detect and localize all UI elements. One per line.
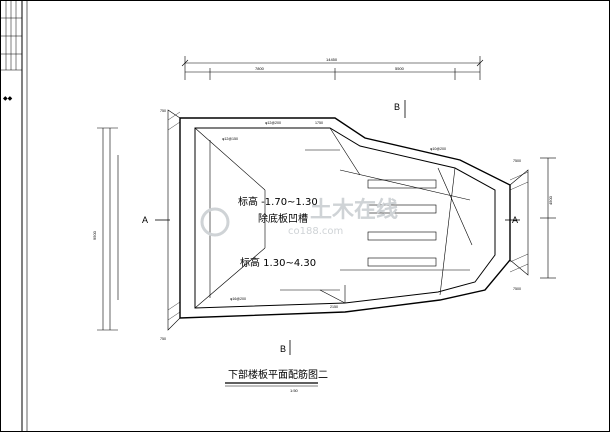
sheet-marker: ◆◆	[3, 96, 13, 102]
corner-dim: 7500	[513, 287, 521, 291]
bar-label: φ16@200	[230, 297, 246, 301]
bar-label: φ12@200	[265, 121, 281, 125]
section-b-bottom: B	[280, 344, 286, 354]
dim-top-left: 7800	[255, 66, 265, 71]
label-elev-bottom: 标高 1.30~4.30	[240, 256, 316, 269]
watermark-sub: co188.com	[288, 226, 343, 237]
right-dimension	[540, 157, 556, 279]
section-b-top: B	[394, 102, 400, 112]
bar-label: 1750	[315, 121, 323, 125]
left-dimension	[97, 127, 119, 331]
dim-left-total: 9500	[92, 230, 97, 240]
bar-label: φ10@200	[430, 147, 446, 151]
drawing-title: 下部楼板平面配筋图二	[228, 368, 328, 381]
corner-dim: 750	[160, 109, 166, 113]
section-a-left: A	[142, 215, 148, 225]
section-a-right: A	[512, 215, 518, 225]
watermark: 土木在线 co188.com	[200, 197, 398, 237]
section-lines	[155, 100, 520, 355]
bar-label: φ12@150	[222, 137, 238, 141]
watermark-main: 土木在线	[310, 197, 398, 223]
dim-overall-top: 14450	[326, 57, 338, 62]
label-pit: 除底板凹槽	[258, 212, 308, 225]
corner-dim: 750	[160, 337, 166, 341]
drawing-scale: 1:50	[290, 388, 299, 393]
corner-dim: 7500	[513, 159, 521, 163]
dim-right-total: 4500	[548, 195, 553, 205]
bar-label: 2150	[330, 305, 338, 309]
pit-grooves	[367, 179, 437, 267]
label-elev-top: 标高 -1.70~1.30	[238, 195, 318, 208]
top-dimension	[181, 56, 484, 80]
reinforcement-lines	[194, 127, 473, 309]
dim-top-right: 5500	[395, 66, 405, 71]
wall-hatching	[167, 111, 529, 321]
slab-outline	[167, 109, 529, 331]
